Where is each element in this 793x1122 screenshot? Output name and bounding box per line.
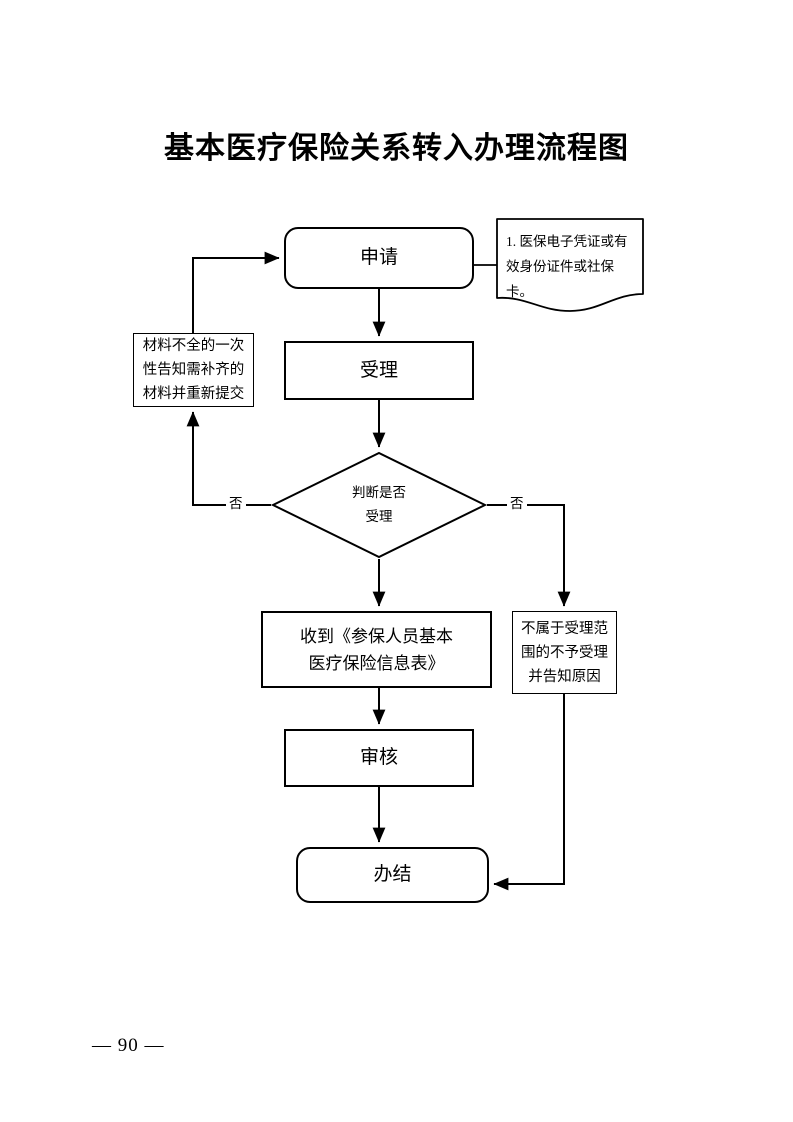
page-number: — 90 — bbox=[92, 1035, 165, 1056]
document-shape-icon bbox=[496, 218, 644, 312]
node-note-label: 1. 医保电子凭证或有 效身份证件或社保卡。 bbox=[506, 234, 628, 299]
node-decision-label: 判断是否 受理 bbox=[352, 485, 406, 524]
node-apply-label: 申请 bbox=[359, 247, 398, 268]
diamond-shape-icon bbox=[271, 451, 487, 559]
node-received-info-form-label: 收到《参保人员基本 医疗保险信息表》 bbox=[300, 626, 453, 673]
node-decision-accept-or-not[interactable]: 判断是否 受理 bbox=[271, 451, 487, 559]
node-review-label: 审核 bbox=[359, 747, 398, 768]
node-reject-out-of-scope-label: 不属于受理范 围的不予受理 并告知原因 bbox=[521, 620, 608, 685]
edge-incomplete-to-apply bbox=[192, 251, 280, 333]
node-accept-label: 受理 bbox=[359, 359, 398, 381]
node-done[interactable]: 办结 bbox=[296, 847, 489, 903]
node-note-document[interactable]: 1. 医保电子凭证或有 效身份证件或社保卡。 bbox=[496, 218, 644, 313]
node-apply[interactable]: 申请 bbox=[284, 227, 474, 289]
edge-decision-to-reject bbox=[487, 504, 571, 607]
node-incomplete-materials-label: 材料不全的一次 性告知需补齐的 材料并重新提交 bbox=[142, 338, 245, 402]
branch-label-no-left: 否 bbox=[226, 496, 246, 512]
node-done-label: 办结 bbox=[373, 864, 412, 885]
node-received-info-form[interactable]: 收到《参保人员基本 医疗保险信息表》 bbox=[261, 611, 492, 688]
node-review[interactable]: 审核 bbox=[284, 729, 474, 787]
edge-reject-to-done bbox=[493, 694, 565, 891]
node-accept[interactable]: 受理 bbox=[284, 341, 474, 400]
node-reject-out-of-scope[interactable]: 不属于受理范 围的不予受理 并告知原因 bbox=[512, 611, 617, 694]
branch-label-no-right: 否 bbox=[507, 496, 527, 512]
node-incomplete-materials[interactable]: 材料不全的一次 性告知需补齐的 材料并重新提交 bbox=[133, 333, 254, 407]
page-title: 基本医疗保险关系转入办理流程图 bbox=[164, 131, 629, 166]
edge-decision-to-incomplete bbox=[186, 411, 271, 506]
